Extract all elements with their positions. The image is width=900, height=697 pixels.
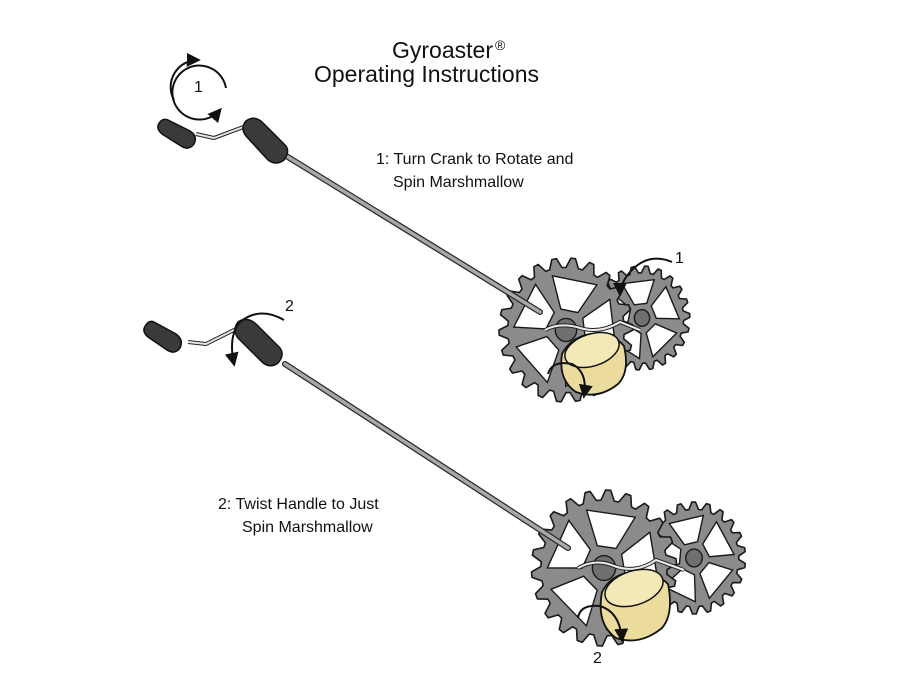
handle-grip-bottom — [234, 318, 283, 367]
callout-gear-rotation: 1 — [675, 250, 684, 267]
gear-hub — [685, 548, 703, 568]
curved-arrow-icon — [224, 312, 285, 367]
step-2-line-1: 2: Twist Handle to Just — [218, 496, 379, 513]
circular-arrow-icon — [169, 52, 201, 101]
crank-knob-top — [157, 118, 197, 149]
gear-hub — [554, 317, 578, 343]
callout-handle-twist: 2 — [285, 298, 294, 315]
step-2-line-2: Spin Marshmallow — [242, 519, 373, 536]
step-1-line-1: 1: Turn Crank to Rotate and — [376, 151, 574, 168]
roaster-bottom — [143, 312, 747, 647]
title-line-2: Operating Instructions — [314, 61, 540, 87]
crank-knob-bottom — [143, 320, 183, 353]
callout-crank-rotation: 1 — [194, 79, 203, 96]
step-1-line-2: Spin Marshmallow — [393, 174, 524, 191]
roaster-top — [157, 52, 691, 403]
callout-marshmallow-spin: 2 — [593, 650, 602, 667]
gear-hub — [591, 554, 617, 582]
gear-hub — [633, 308, 651, 328]
curved-arrow-icon — [577, 604, 629, 643]
curved-arrow-icon — [613, 257, 673, 297]
registered-mark: ® — [494, 37, 506, 53]
marshmallow-top — [560, 331, 627, 396]
curved-arrow-icon — [547, 362, 593, 399]
circular-arrow-icon — [171, 64, 227, 124]
handle-grip-top — [242, 117, 289, 164]
product-name: Gyroaster — [392, 37, 493, 63]
title-line-1: Gyroaster® — [392, 32, 505, 64]
